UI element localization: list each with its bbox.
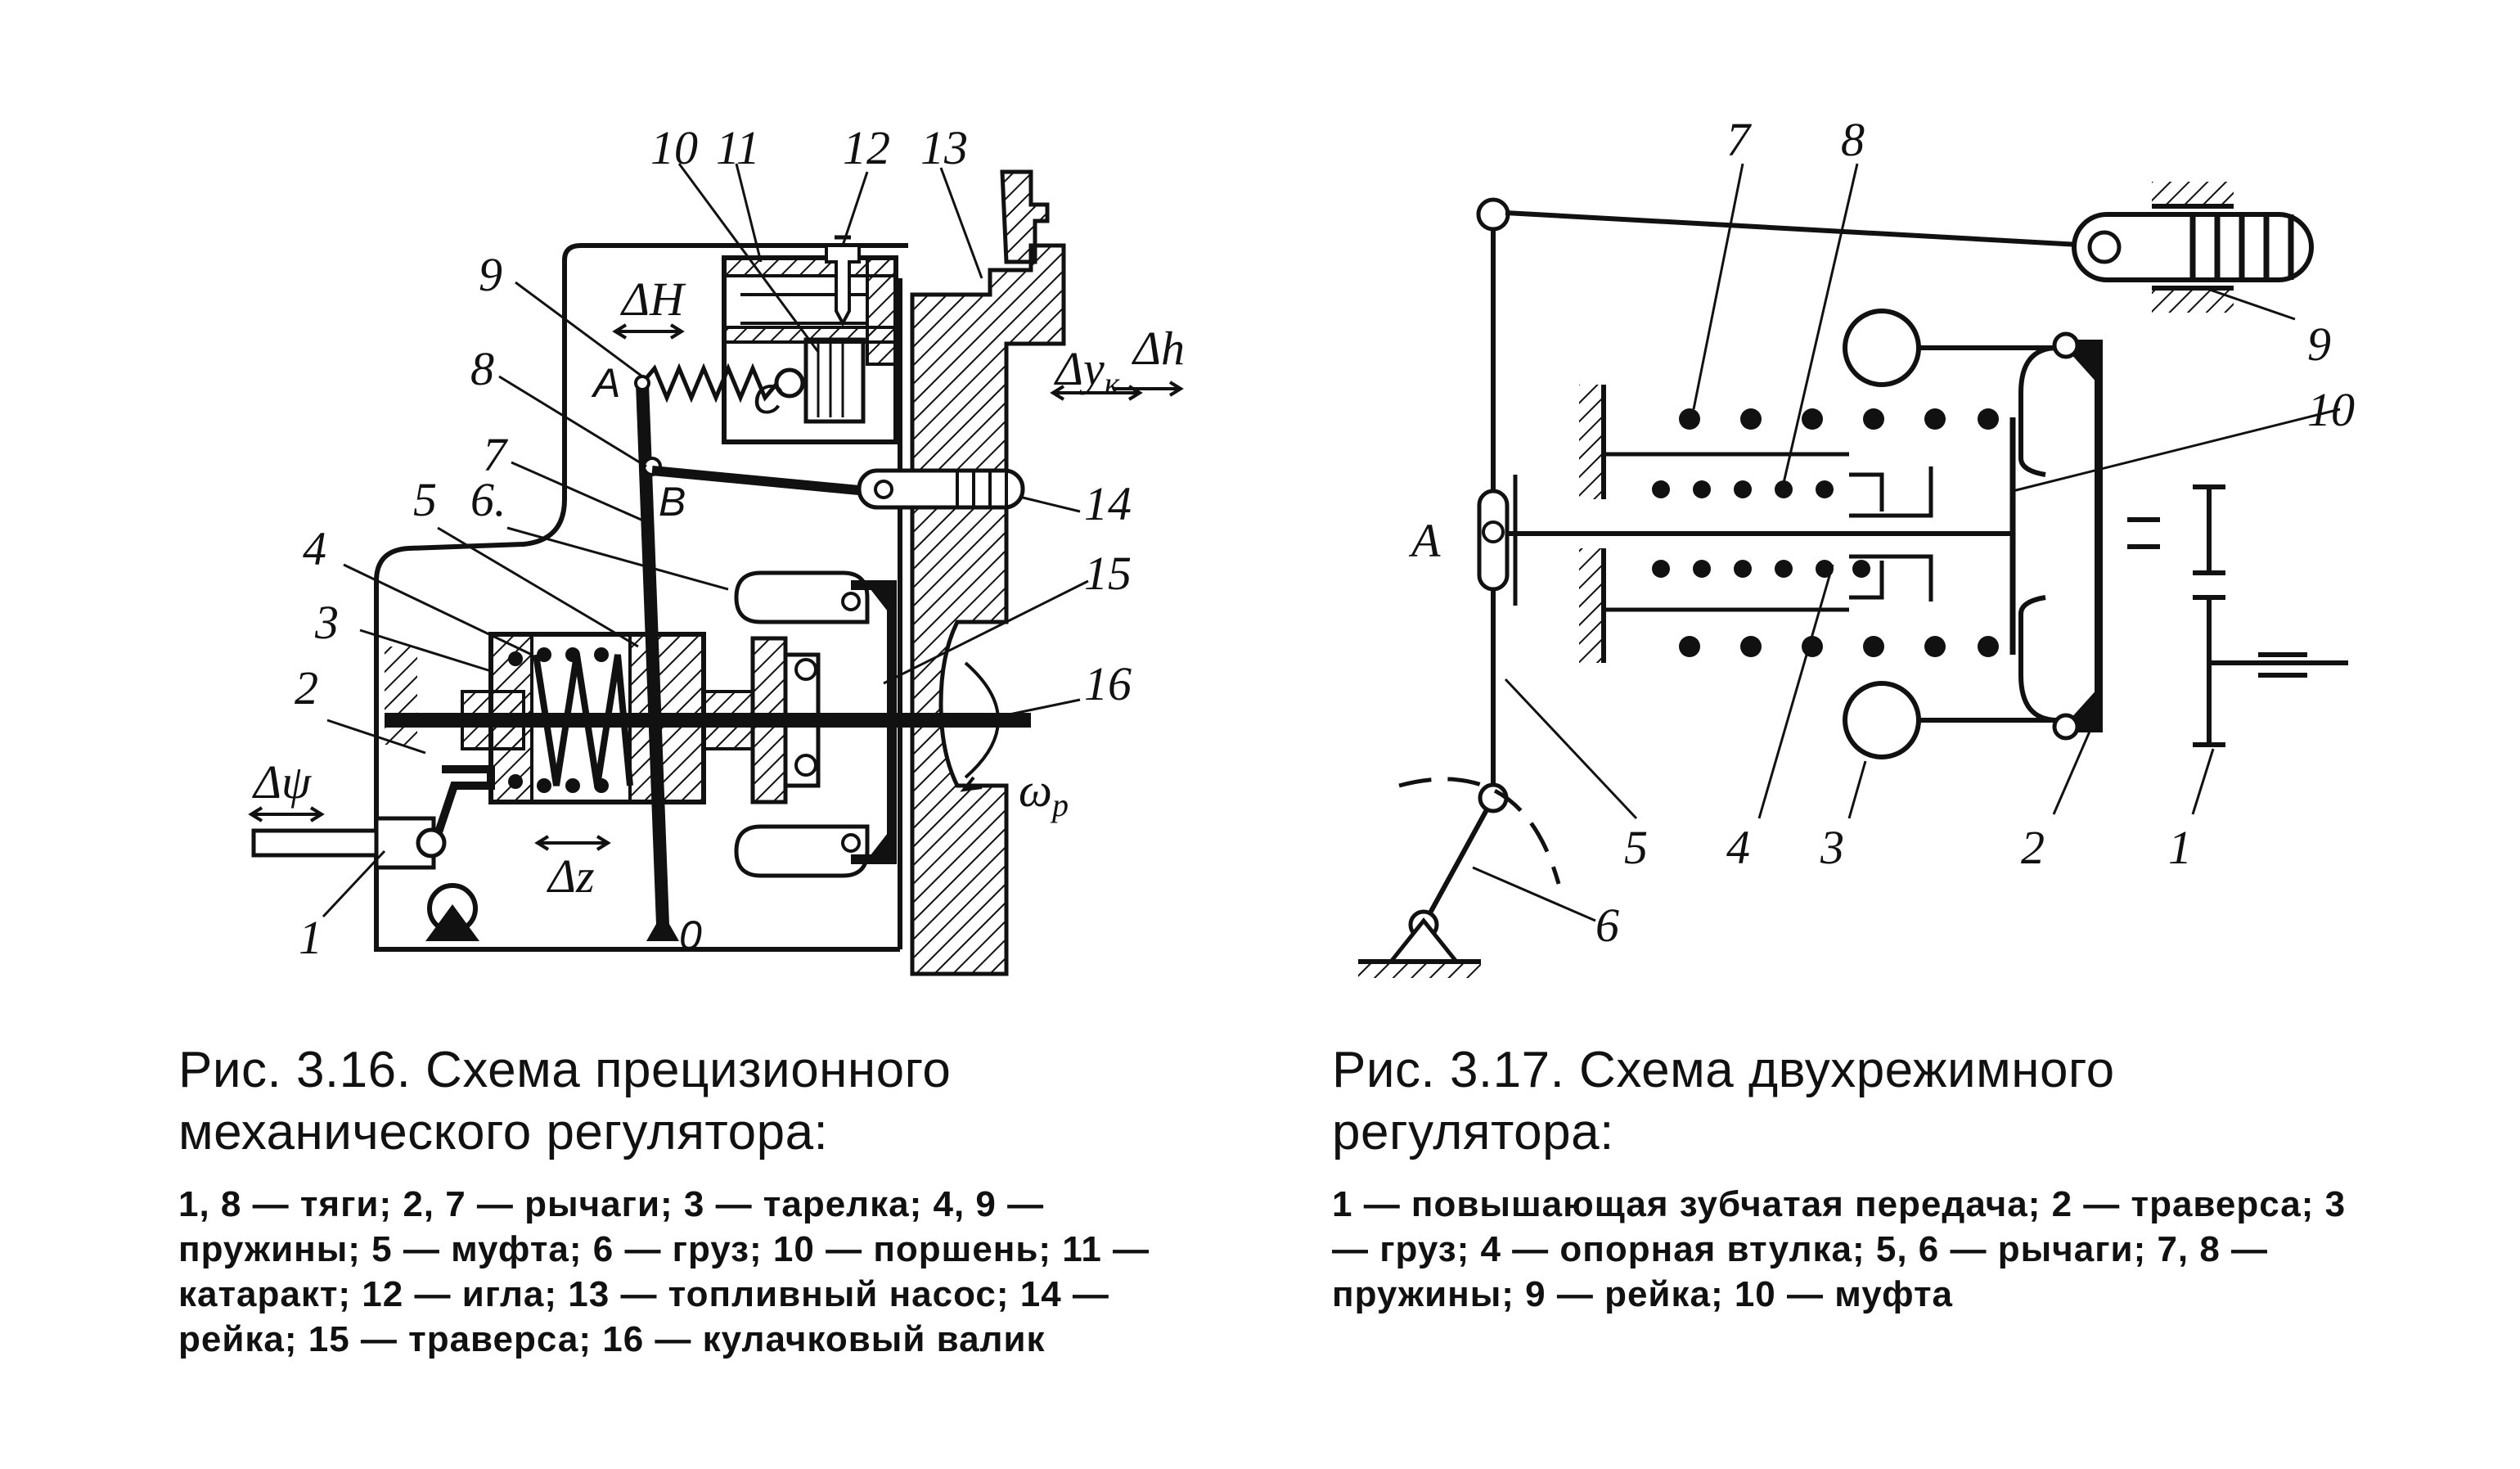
label-omega: ωр	[1019, 764, 1069, 823]
label-7: 7	[483, 428, 508, 481]
label-1: 1	[299, 911, 322, 964]
fig317-label-7: 7	[1726, 113, 1752, 166]
gear-train-1	[2127, 484, 2348, 747]
lever-2	[434, 765, 495, 836]
label-4: 4	[303, 522, 326, 575]
label-delta-psi: Δψ	[252, 755, 312, 809]
label-delta-z: Δz	[547, 849, 595, 903]
weight-3-bottom	[1843, 681, 1921, 759]
fig317-label-point-a: A	[1408, 514, 1441, 567]
fig317-label-1: 1	[2168, 821, 2192, 874]
label-2: 2	[295, 661, 318, 714]
label-10: 10	[650, 121, 698, 174]
spring-4	[533, 654, 633, 786]
housing-outline	[374, 243, 908, 952]
label-5: 5	[413, 473, 437, 526]
figure-317-legend: 1 — повышающая зубчатая передача; 2 — тр…	[1332, 1184, 2347, 1314]
hub-left	[750, 636, 788, 804]
label-delta-h-upper: ΔH	[620, 273, 686, 326]
leader-lines-317	[1472, 163, 2341, 922]
spring-8-sleeve-upper	[1604, 452, 1933, 518]
label-delta-h: Δh	[1132, 322, 1185, 375]
weight-3-top	[1843, 309, 1921, 387]
fig317-label-2: 2	[2021, 821, 2045, 874]
label-point-a: A	[591, 360, 620, 406]
figure-316-caption: Рис. 3.16. Схема прецизионного механичес…	[178, 1039, 1234, 1362]
spring-9	[641, 363, 779, 403]
label-8: 8	[470, 342, 494, 395]
label-9: 9	[479, 248, 502, 301]
label-12: 12	[843, 121, 890, 174]
top-link	[1505, 210, 2095, 248]
fig317-label-3: 3	[1820, 821, 1844, 874]
traverse-2	[2062, 340, 2103, 732]
spring-8-sleeve-lower	[1604, 554, 1933, 612]
fig317-label-10: 10	[2307, 383, 2355, 436]
fig317-label-6: 6	[1595, 899, 1619, 952]
figure-316-title: Рис. 3.16. Схема прецизионного механичес…	[178, 1042, 952, 1160]
motion-arrows-316	[248, 323, 1184, 851]
figure-316-drawing: 10 11 12 13 9 8 7 5 6. 4 3 2 1 14 15 16 …	[248, 121, 1185, 976]
label-6: 6.	[470, 473, 506, 526]
leader-lines-316	[322, 163, 1089, 918]
fig317-label-8: 8	[1841, 113, 1865, 166]
pump-top-fitting	[1000, 169, 1050, 264]
rod-8	[651, 466, 868, 496]
label-14: 14	[1084, 477, 1132, 530]
label-3: 3	[314, 596, 339, 649]
label-11: 11	[716, 121, 760, 174]
label-point-0: 0	[679, 912, 702, 958]
rack-14	[857, 468, 1025, 510]
label-13: 13	[920, 121, 968, 174]
flyweight-6-top	[734, 570, 870, 624]
label-point-b: B	[659, 479, 686, 525]
lever-6	[1421, 796, 1496, 926]
piston	[803, 337, 866, 424]
label-15: 15	[1084, 547, 1132, 600]
fig317-label-4: 4	[1726, 821, 1750, 874]
label-delta-yk: Δyк	[1054, 342, 1120, 402]
spring-7-coils	[1679, 408, 1999, 657]
figure-317-caption: Рис. 3.17. Схема двухрежимного регулятор…	[1332, 1039, 2387, 1317]
label-16: 16	[1084, 657, 1132, 710]
figure-317-title: Рис. 3.17. Схема двухрежимного регулятор…	[1332, 1042, 2115, 1160]
needle	[825, 244, 861, 327]
label-point-c: C	[753, 376, 783, 422]
fuel-pump-body	[910, 243, 1066, 976]
figure-316-legend: 1, 8 — тяги; 2, 7 — рычаги; 3 — тарелка;…	[178, 1184, 1150, 1359]
spring-8-coils	[1652, 480, 1870, 578]
fig317-label-5: 5	[1624, 821, 1648, 874]
figure-317-drawing: 7 8 9 10 5 4 3 2 1 6 A	[1358, 113, 2355, 978]
fig317-label-9: 9	[2307, 318, 2331, 371]
